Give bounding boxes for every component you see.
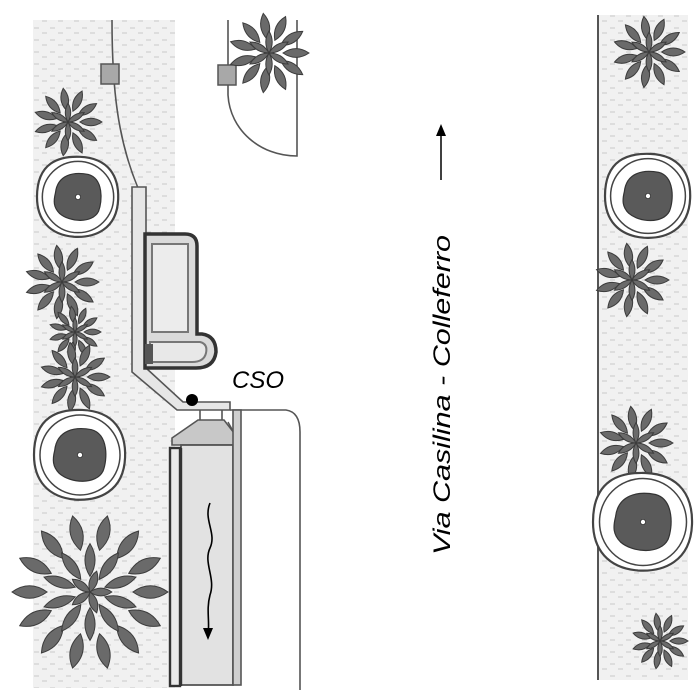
right-sidewalk [598,15,688,680]
left-curb-curve [111,19,139,189]
shrub-icon [25,244,100,320]
shrub-icon [49,305,102,359]
island-curb-curve [227,20,298,157]
arrow-up-icon [436,124,446,180]
large-shrub-icon [11,515,169,669]
shrub-icon [40,341,111,413]
storage-tank [168,409,242,688]
shrub-icon [613,15,686,89]
tree-icon [603,152,692,239]
street-name: Via Casilina - Colleferro [429,235,456,555]
tree-icon [32,408,127,501]
tree-icon [35,155,120,238]
cso-chamber [143,232,218,370]
shrub-icon [632,612,689,670]
shrub-icon [599,405,674,481]
bollard [100,63,120,85]
cso-label: CSO [232,367,284,394]
vegetation [11,12,694,670]
road-edge [230,409,301,690]
bollard [217,64,237,86]
tree-icon [591,471,694,572]
wavy-arrow-down-icon [203,502,213,640]
shrub-icon [229,12,310,94]
shrub-icon [595,242,670,318]
shrub-icon [34,87,103,157]
flow-regulator [171,410,239,446]
cso-dot-icon [186,394,198,406]
